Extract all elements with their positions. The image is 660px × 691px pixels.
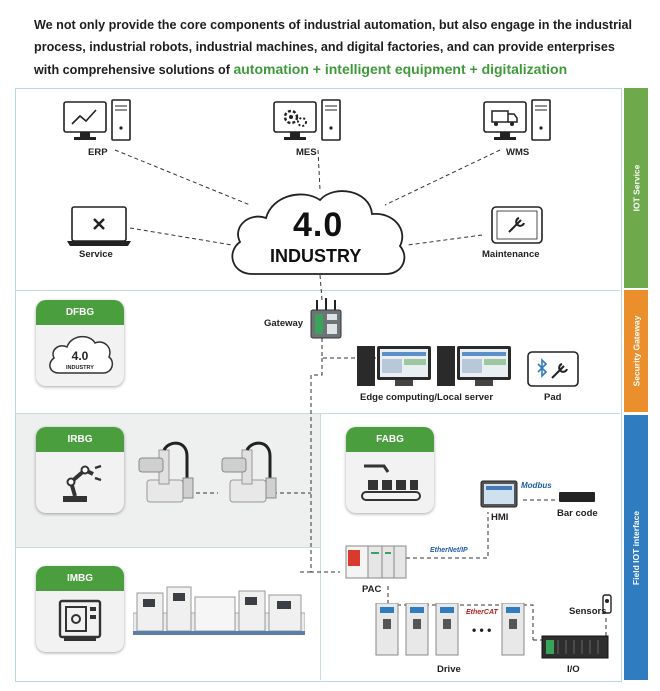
gateway-device-icon xyxy=(310,298,342,339)
cloud-title-word: INDUSTRY xyxy=(270,246,362,266)
layer-bar-field-iot: Field IOT interface xyxy=(624,415,648,680)
ethernetip-logo: EtherNet/IP xyxy=(430,547,468,554)
imbg-card-title: IMBG xyxy=(36,566,124,591)
industry-cloud-icon xyxy=(231,190,406,275)
pac-controller-icon xyxy=(345,545,407,579)
scara-robot-2 xyxy=(221,441,277,503)
pad-label: Pad xyxy=(544,392,562,403)
servo-drive-group xyxy=(375,603,459,656)
drive-label: Drive xyxy=(437,664,461,675)
erp-label: ERP xyxy=(88,147,108,158)
fabg-card-title: FABG xyxy=(346,427,434,452)
gateway-label: Gateway xyxy=(264,318,304,329)
edge-server-label: Edge computing/Local server xyxy=(360,392,494,403)
mes-label: MES xyxy=(296,147,317,158)
intro-text: We not only provide the core components … xyxy=(34,14,634,81)
intro-highlight: automation + intelligent equipment + dig… xyxy=(233,61,568,77)
edge-server-icon xyxy=(357,346,511,386)
irbg-card: IRBG xyxy=(36,427,124,513)
imbg-card: IMBG xyxy=(36,566,124,652)
dfbg-card-title: DFBG xyxy=(36,300,124,325)
robot-divider xyxy=(15,547,320,548)
layer-bar-security-gateway: Security Gateway xyxy=(624,290,648,412)
pad-tablet-icon xyxy=(527,351,579,387)
sensor-icon xyxy=(602,594,612,614)
layer-divider-top xyxy=(15,290,620,291)
ethercat-logo: EtherCAT xyxy=(466,609,498,616)
layer-bar-iot-service: IOT Service xyxy=(624,88,648,288)
mes-computer-icon xyxy=(273,99,341,141)
hmi-panel-icon xyxy=(480,480,518,508)
sensors-label: Sensors xyxy=(569,606,607,617)
io-label: I/O xyxy=(567,664,580,675)
hmi-label: HMI xyxy=(491,512,509,523)
erp-computer-icon xyxy=(63,99,131,141)
wms-label: WMS xyxy=(506,147,530,158)
maintenance-label: Maintenance xyxy=(482,249,540,260)
layer-divider-bottom xyxy=(15,413,620,414)
dfbg-card: DFBG 4.0 INDUSTRY xyxy=(36,300,124,386)
service-label: Service xyxy=(79,249,113,260)
drive-ellipsis: • • • xyxy=(472,623,492,637)
service-laptop-icon xyxy=(67,206,131,246)
svg-text:4.0: 4.0 xyxy=(72,349,89,363)
scara-robot-1 xyxy=(138,441,194,503)
wms-computer-icon xyxy=(483,99,551,141)
fabg-card: FABG xyxy=(346,427,434,513)
architecture-frame xyxy=(15,88,622,682)
barcode-scanner-icon xyxy=(559,492,595,502)
pac-label: PAC xyxy=(362,584,382,595)
barcode-label: Bar code xyxy=(557,508,598,519)
svg-text:INDUSTRY: INDUSTRY xyxy=(66,365,94,371)
modbus-logo: Modbus xyxy=(521,481,552,490)
field-divider xyxy=(320,413,321,680)
io-module-icon xyxy=(541,635,609,659)
irbg-card-title: IRBG xyxy=(36,427,124,452)
cloud-title-number: 4.0 xyxy=(293,206,344,244)
machine-production-line xyxy=(133,586,305,635)
assembly-line-icon xyxy=(361,464,421,501)
industry-cloud-small-icon: 4.0 INDUSTRY xyxy=(49,335,114,374)
machine-tool-icon xyxy=(58,599,102,641)
maintenance-tablet-icon xyxy=(491,206,543,244)
intro-body: We not only provide the core components … xyxy=(34,18,633,77)
robot-arm-icon xyxy=(63,464,102,502)
servo-drive-4 xyxy=(501,603,525,656)
